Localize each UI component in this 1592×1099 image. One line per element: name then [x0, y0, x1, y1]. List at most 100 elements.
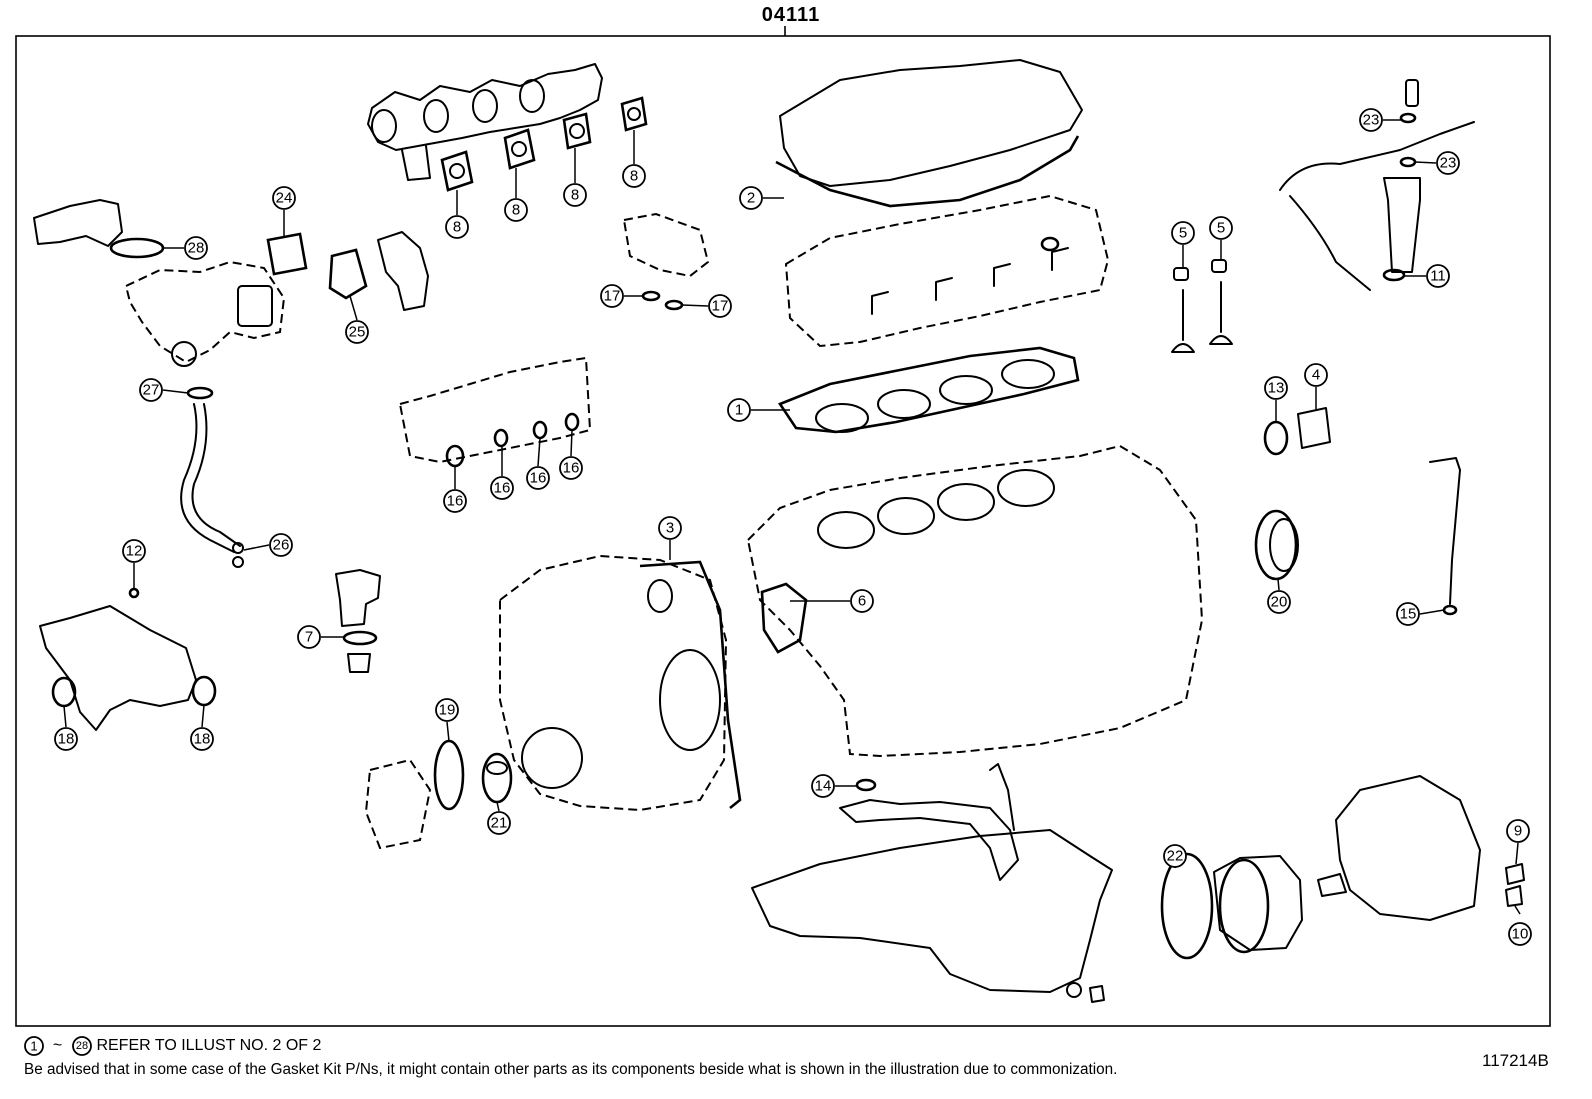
svg-text:6: 6: [858, 593, 866, 610]
callout-16d: 16: [559, 456, 583, 480]
svg-text:5: 5: [1217, 220, 1225, 237]
oil-pan: [751, 829, 1113, 1003]
svg-text:18: 18: [194, 731, 211, 748]
crank-front-oil-seal: [481, 752, 513, 804]
cylinder-block: [746, 444, 1204, 758]
callout-3: 3: [658, 516, 682, 540]
svg-text:18: 18: [58, 731, 75, 748]
oil-strainer: [839, 763, 1019, 881]
dipstick-guide: [1429, 457, 1461, 605]
exhaust-manifold-gaskets: [440, 96, 648, 192]
callout-5b: 5: [1209, 216, 1233, 240]
callout-18b: 18: [190, 727, 214, 751]
callout-26: 26: [269, 533, 293, 557]
callout-21: 21: [487, 811, 511, 835]
callout-28: 28: [184, 236, 208, 260]
callout-22: 22: [1163, 844, 1187, 868]
callout-17a: 17: [600, 284, 624, 308]
water-pump-housing: [39, 587, 217, 731]
callout-27: 27: [139, 378, 163, 402]
kit-part-number: 04111: [761, 4, 821, 26]
turbo-outlet-elbow: [328, 231, 429, 311]
svg-text:25: 25: [349, 324, 366, 341]
svg-text:22: 22: [1167, 848, 1184, 865]
injection-pump: [1317, 775, 1481, 921]
front-cover-housing: [364, 758, 432, 850]
svg-text:14: 14: [815, 778, 832, 795]
svg-text:16: 16: [563, 460, 580, 477]
cylinder-head: [784, 194, 1110, 348]
note-range-start-circle: 1: [24, 1036, 44, 1056]
svg-text:21: 21: [491, 815, 508, 832]
illustration-id: 117214B: [1482, 1051, 1549, 1070]
o-ring-19: [433, 739, 465, 811]
svg-text:2: 2: [747, 190, 755, 207]
svg-text:8: 8: [453, 219, 461, 236]
callout-9: 9: [1506, 819, 1530, 843]
callout-12: 12: [122, 539, 146, 563]
o-ring-13: [1263, 420, 1289, 456]
turbocharger-assembly: [33, 199, 286, 367]
svg-text:20: 20: [1271, 594, 1288, 611]
callout-18a: 18: [54, 727, 78, 751]
pump-drive-housing: [1213, 855, 1303, 954]
turbo-oil-pipe: [180, 386, 244, 568]
check-valve-10: [1505, 885, 1523, 907]
svg-text:1: 1: [30, 1039, 37, 1054]
callout-14: 14: [811, 774, 835, 798]
callout-10: 10: [1508, 922, 1532, 946]
callout-2: 2: [739, 186, 763, 210]
dipstick-o-ring: [1442, 604, 1458, 616]
end-cover-plate: [1297, 407, 1331, 449]
svg-text:17: 17: [712, 298, 729, 315]
svg-text:24: 24: [276, 190, 293, 207]
svg-text:23: 23: [1440, 155, 1457, 172]
svg-text:16: 16: [447, 493, 464, 510]
refer-range-sep: ~: [52, 1037, 64, 1054]
svg-text:28: 28: [188, 240, 205, 257]
svg-text:10: 10: [1512, 926, 1529, 943]
callout-16b: 16: [490, 476, 514, 500]
callout-24: 24: [272, 186, 296, 210]
svg-text:26: 26: [273, 537, 290, 554]
callout-8a: 8: [445, 215, 469, 239]
callout-4: 4: [1304, 363, 1328, 387]
callout-8b: 8: [504, 198, 528, 222]
o-ring-22: [1160, 852, 1214, 960]
exhaust-manifold: [367, 63, 603, 181]
svg-text:15: 15: [1400, 606, 1417, 623]
refer-note: ~ REFER TO ILLUST NO. 2 OF 2: [24, 1037, 322, 1055]
svg-text:8: 8: [512, 202, 520, 219]
svg-text:28: 28: [76, 1040, 88, 1052]
svg-text:16: 16: [530, 470, 547, 487]
cylinder-head-gasket: [778, 346, 1080, 434]
rear-oil-seal: [1254, 509, 1299, 581]
svg-text:19: 19: [439, 702, 456, 719]
water-inlet-plate: [622, 212, 710, 311]
callout-16c: 16: [526, 466, 550, 490]
svg-text:27: 27: [143, 382, 160, 399]
cylinder-head-cover: [775, 59, 1083, 208]
thermostat-housing: [335, 569, 381, 673]
svg-text:7: 7: [305, 629, 313, 646]
leader-lines: [63, 119, 1521, 915]
callout-15: 15: [1396, 602, 1420, 626]
svg-text:8: 8: [571, 187, 579, 204]
svg-text:9: 9: [1514, 823, 1522, 840]
svg-text:13: 13: [1268, 380, 1285, 397]
callout-16a: 16: [443, 489, 467, 513]
callout-6: 6: [850, 589, 874, 613]
callout-23a: 23: [1359, 108, 1383, 132]
refer-text: REFER TO ILLUST NO. 2 OF 2: [96, 1037, 322, 1054]
svg-text:17: 17: [604, 288, 621, 305]
svg-text:4: 4: [1312, 367, 1320, 384]
svg-text:5: 5: [1179, 225, 1187, 242]
callout-11: 11: [1426, 264, 1450, 288]
svg-text:16: 16: [494, 480, 511, 497]
callout-7: 7: [297, 625, 321, 649]
check-valve-9: [1505, 863, 1525, 885]
timing-gear-case: [499, 554, 742, 812]
svg-text:12: 12: [126, 543, 143, 560]
svg-text:8: 8: [630, 168, 638, 185]
